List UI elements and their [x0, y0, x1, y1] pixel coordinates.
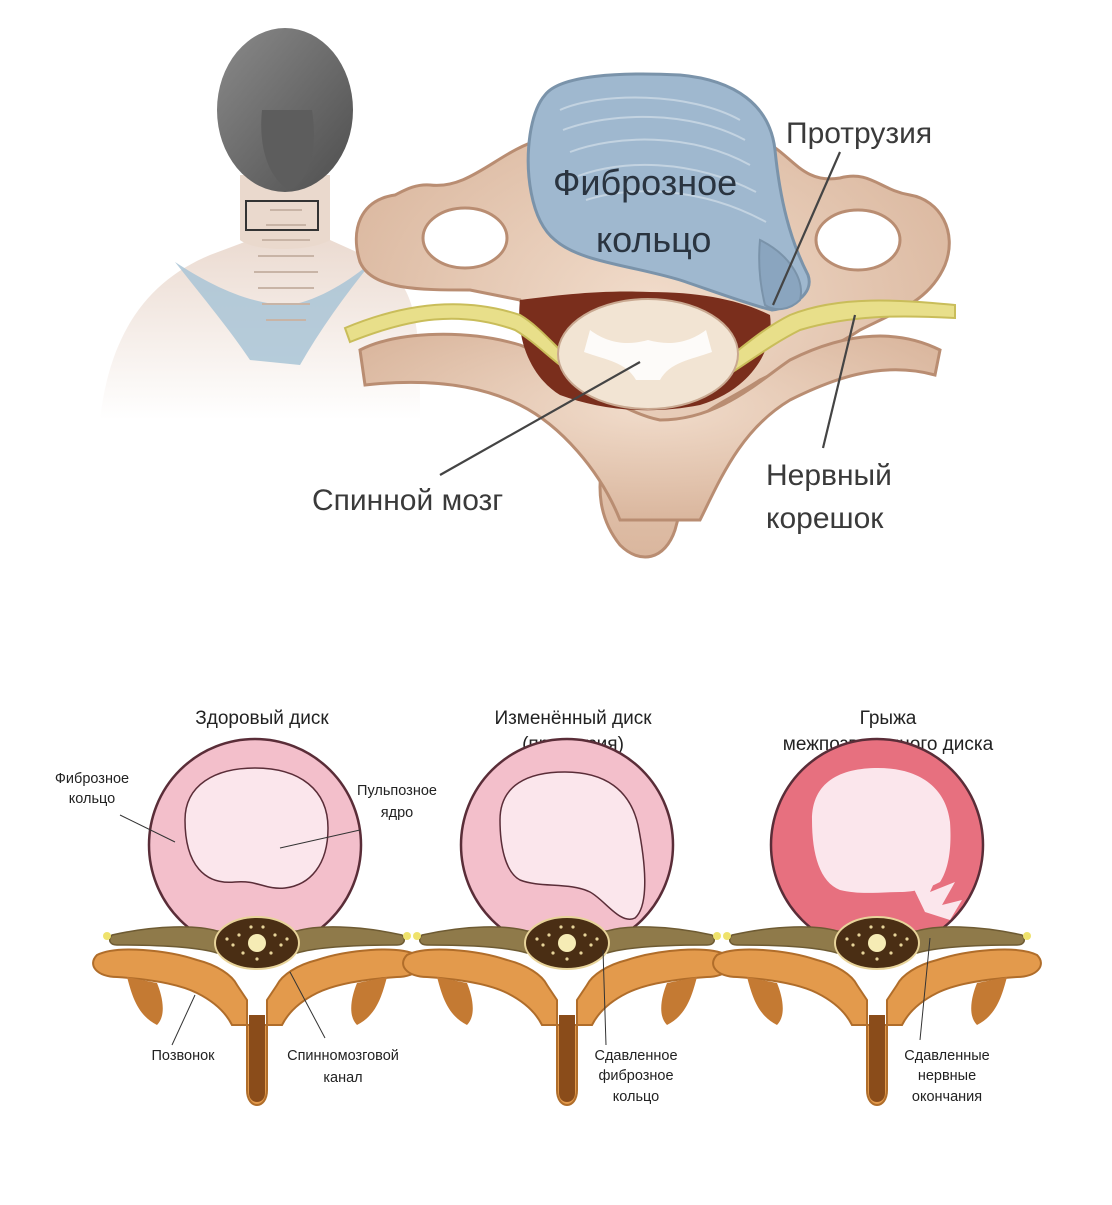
panel3-label-2: нервные: [918, 1068, 976, 1084]
panel2-label-1: Сдавленное: [594, 1048, 677, 1064]
herniation-tear: [912, 870, 962, 920]
panel1-label-fibrous-2: кольцо: [69, 791, 115, 807]
vertebra-protrusion: [402, 916, 732, 1106]
top-illustration-svg: Фиброзное кольцо Протрузия Спинной мозг …: [100, 28, 956, 559]
grey-matter: [584, 330, 712, 380]
panel3-title-1: Грыжа: [860, 708, 917, 729]
panel3-label-1: Сдавленные: [904, 1048, 989, 1064]
panel3-label-3: окончания: [912, 1089, 982, 1105]
label-nerve-root-2: корешок: [766, 502, 884, 535]
vertebra-hernia: [712, 916, 1042, 1106]
label-fibrous-ring-2: кольцо: [596, 219, 711, 260]
label-fibrous-ring-1: Фиброзное: [553, 162, 737, 203]
bottom-illustration-svg: Здоровый диск Фиброзное кольцо Пульпозно…: [55, 708, 1042, 1106]
line-nerve-root: [821, 314, 857, 449]
tank-top-strap: [175, 262, 372, 365]
panel3-pointer: [919, 937, 931, 1041]
vertebra-cross-section: [343, 72, 956, 559]
panel1-label-vertebra: Позвонок: [152, 1048, 216, 1064]
label-nerve-root-1: Нервный: [766, 459, 892, 492]
panel2-pointer: [602, 949, 607, 1046]
line-protrusion: [771, 151, 842, 306]
panel-protrusion-disc: Изменённый диск (протрузия) Сдавленное ф…: [402, 708, 732, 1106]
highlight-box: [245, 200, 319, 231]
nucleus-healthy: [184, 767, 329, 889]
cervical-protrusion-illustration: Фиброзное кольцо Протрузия Спинной мозг …: [0, 0, 1112, 600]
panel1-title: Здоровый диск: [195, 708, 329, 729]
transverse-foramen-left: [421, 206, 509, 270]
nucleus-hernia: [812, 768, 951, 893]
pointer-lines: [439, 151, 857, 476]
panel2-label-3: кольцо: [613, 1089, 659, 1105]
panel-herniated-disc: Грыжа межпозвоночного диска Сдавленные н…: [712, 708, 1042, 1106]
disc-lamellae: [559, 96, 767, 223]
line-spinal-cord: [439, 361, 641, 476]
panel2-label-2: фиброзное: [598, 1068, 673, 1084]
panel1-label-fibrous-1: Фиброзное: [55, 771, 129, 787]
panel1-pointers: [119, 814, 361, 1046]
nerve-right: [713, 299, 956, 382]
disc-comparison-panel: Здоровый диск Фиброзное кольцо Пульпозно…: [0, 660, 1112, 1200]
label-protrusion: Протрузия: [786, 117, 932, 150]
ponytail: [261, 110, 314, 190]
panel1-label-canal-1: Спинномозговой: [287, 1048, 399, 1064]
nucleus-protrusion: [499, 771, 646, 920]
label-spinal-cord: Спинной мозг: [312, 484, 503, 517]
panel2-title-1: Изменённый диск: [494, 708, 652, 729]
panel-healthy-disc: Здоровый диск Фиброзное кольцо Пульпозно…: [55, 708, 437, 1106]
panel1-label-nucleus-1: Пульпозное: [357, 783, 437, 799]
panel1-label-canal-2: канал: [323, 1070, 362, 1086]
vertebra-healthy: [92, 916, 422, 1106]
panel1-label-nucleus-2: ядро: [381, 805, 413, 821]
transverse-foramen-right: [814, 208, 902, 272]
spine-overlay: [254, 209, 318, 321]
person-back-figure: [100, 28, 420, 420]
